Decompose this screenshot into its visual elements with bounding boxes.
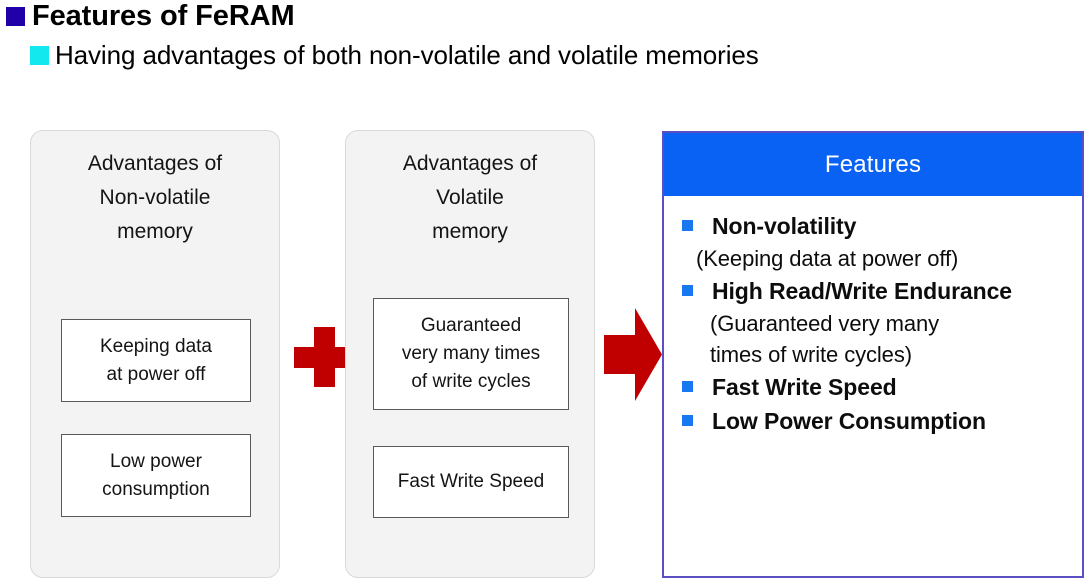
features-panel: Features Non-volatility (Keeping data at… [662, 131, 1084, 578]
square-bullet-icon [682, 220, 693, 231]
advantage-box-line: of write cycles [411, 371, 531, 392]
advantage-box-line: Keeping data [100, 335, 212, 357]
features-panel-header-label: Features [824, 150, 922, 178]
panel-title-line: memory [117, 220, 193, 243]
advantage-box-line: very many times [401, 343, 541, 364]
feature-label: Fast Write Speed [712, 374, 897, 400]
panel-title-line: Advantages of [87, 152, 223, 175]
right-arrow-icon [604, 308, 662, 401]
panel-title: Advantages of Non-volatile memory [31, 147, 279, 249]
square-bullet-icon [6, 7, 25, 26]
feature-note: (Keeping data at power off) [696, 246, 959, 271]
panel-title-line: memory [432, 220, 508, 243]
page-subtitle: Having advantages of both non-volatile a… [55, 40, 759, 70]
advantage-box-line: Guaranteed [420, 315, 522, 336]
advantages-panel-non-volatile: Advantages of Non-volatile memory Keepin… [30, 130, 280, 578]
features-list: Non-volatility (Keeping data at power of… [664, 196, 1082, 438]
square-bullet-icon [682, 415, 693, 426]
feature-note: (Guaranteed very many [710, 311, 940, 336]
feature-note: times of write cycles) [710, 342, 912, 367]
panel-title-line: Volatile [436, 186, 504, 209]
panel-title-line: Non-volatile [99, 186, 211, 209]
advantage-box: Low power consumption [61, 434, 251, 517]
list-item: High Read/Write Endurance (Guaranteed ve… [682, 275, 1072, 370]
features-panel-header: Features [664, 133, 1082, 196]
square-bullet-icon [682, 381, 693, 392]
panel-title: Advantages of Volatile memory [346, 147, 594, 249]
list-item: Fast Write Speed [682, 371, 1072, 404]
plus-icon-vertical-bar [314, 327, 335, 387]
advantage-box: Guaranteed very many times of write cycl… [373, 298, 569, 410]
square-bullet-icon [682, 285, 693, 296]
advantage-box: Keeping data at power off [61, 319, 251, 402]
feature-label: High Read/Write Endurance [712, 278, 1012, 304]
feature-label: Non-volatility [712, 213, 857, 239]
plus-icon [294, 327, 354, 387]
advantage-box-line: Low power [110, 450, 202, 472]
feature-main-row: Non-volatility [682, 210, 1072, 243]
feature-main-row: Fast Write Speed [682, 371, 1072, 404]
slide-subtitle-line: Having advantages of both non-volatile a… [30, 42, 759, 68]
advantage-box-line: at power off [106, 363, 206, 385]
slide-title-line: Features of FeRAM [6, 2, 295, 31]
list-item: Non-volatility (Keeping data at power of… [682, 210, 1072, 274]
square-bullet-icon [30, 45, 49, 65]
panel-title-line: Advantages of [402, 152, 538, 175]
advantages-panel-volatile: Advantages of Volatile memory Guaranteed… [345, 130, 595, 578]
advantage-box-line: Fast Write Speed [397, 471, 545, 492]
advantage-box-line: consumption [102, 478, 210, 500]
feature-main-row: Low Power Consumption [682, 405, 1072, 438]
feature-main-row: High Read/Write Endurance [682, 275, 1072, 308]
page-title: Features of FeRAM [32, 0, 295, 32]
feature-label: Low Power Consumption [712, 408, 986, 434]
advantage-box: Fast Write Speed [373, 446, 569, 518]
list-item: Low Power Consumption [682, 405, 1072, 438]
